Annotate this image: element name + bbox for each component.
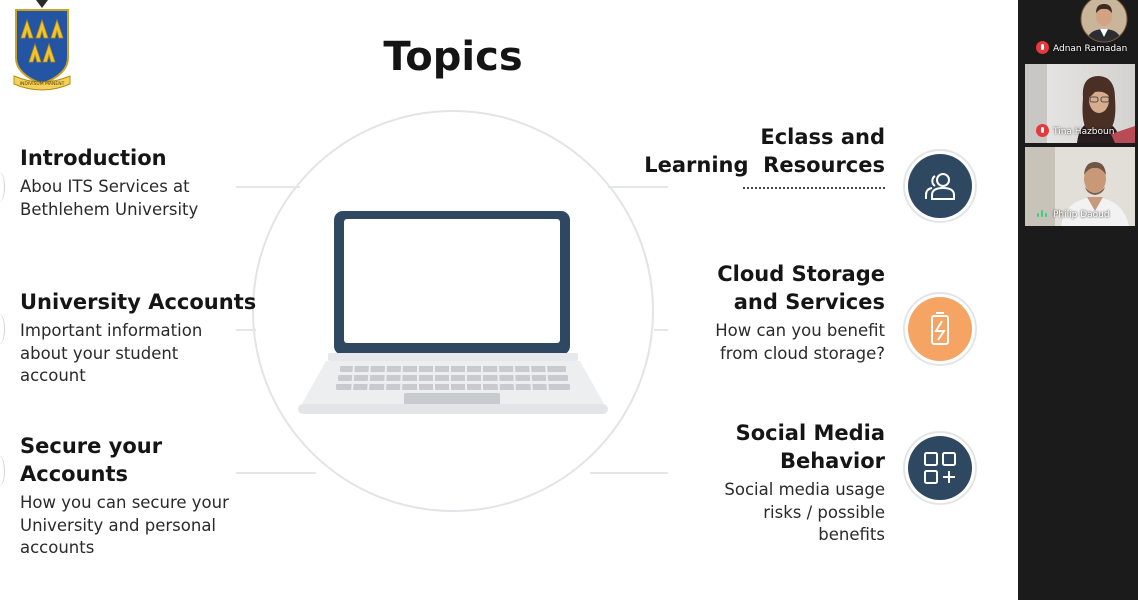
eclass-icon-circle — [903, 149, 977, 223]
topic-social-media: Social Media Behavior Social media usage… — [585, 419, 885, 547]
slide-edge-mark — [0, 314, 5, 344]
topic-introduction: Introduction Abou ITS Services at Bethle… — [20, 144, 270, 221]
connector-line — [236, 472, 316, 474]
topic-title: Social Media Behavior — [735, 421, 885, 473]
participant-name: Philip Daoud — [1053, 210, 1110, 220]
topic-secure-accounts: Secure your Accounts How you can secure … — [20, 432, 270, 560]
connector-line — [590, 472, 668, 474]
topic-title: University Accounts — [20, 290, 257, 314]
participant-tile[interactable]: Adnan Ramadan — [1025, 0, 1135, 60]
connector-line — [236, 329, 256, 331]
topic-title: Introduction — [20, 146, 167, 170]
battery-charging-icon — [931, 312, 949, 345]
topic-cloud-storage: Cloud Storage and Services How can you b… — [585, 260, 885, 365]
speaking-indicator-icon — [1037, 210, 1049, 217]
participant-name: Adnan Ramadan — [1053, 44, 1128, 54]
participant-tile[interactable]: Philip Daoud — [1025, 147, 1135, 226]
connector-line — [654, 329, 668, 331]
topic-eclass: Eclass and Learning Resources — [585, 123, 885, 189]
connector-line — [236, 186, 300, 188]
center-ring — [252, 110, 654, 512]
topic-description: Abou ITS Services at Bethlehem Universit… — [20, 177, 199, 219]
muted-mic-icon — [1036, 41, 1049, 54]
apps-add-icon — [924, 452, 956, 484]
topic-university-accounts: University Accounts Important informatio… — [20, 288, 270, 388]
connector-line — [608, 186, 668, 188]
participant-name: Tina Hazboun — [1053, 127, 1115, 137]
topic-description: Social media usage risks / possible bene… — [724, 480, 885, 544]
presentation-slide: INDIVISUM MANENT Topics — [0, 0, 1018, 600]
topic-title: Cloud Storage and Services — [717, 262, 885, 314]
participant-avatar — [1080, 0, 1128, 43]
participants-panel: Adnan Ramadan Tina Hazboun — [1018, 0, 1138, 600]
social-media-icon-circle — [903, 431, 977, 505]
university-logo: INDIVISUM MANENT — [13, 0, 71, 91]
dotted-divider — [743, 187, 885, 189]
topic-description: How you can secure your University and p… — [20, 493, 229, 557]
topic-description: How can you benefit from cloud storage? — [715, 321, 885, 363]
slide-edge-mark — [0, 172, 5, 202]
users-icon — [925, 173, 955, 200]
participant-video — [1025, 147, 1135, 226]
logo-motto: INDIVISUM MANENT — [20, 81, 65, 87]
participant-tile[interactable]: Tina Hazboun — [1025, 64, 1135, 143]
topic-title: Secure your Accounts — [20, 434, 163, 486]
laptop-illustration — [298, 211, 608, 414]
participant-video — [1025, 64, 1135, 143]
slide-title: Topics — [383, 34, 523, 80]
muted-mic-icon — [1036, 124, 1049, 137]
topic-title: Eclass and Learning Resources — [644, 125, 885, 177]
topic-description: Important information about your student… — [20, 321, 203, 385]
cloud-storage-icon-circle — [903, 292, 977, 366]
slide-edge-mark — [0, 456, 5, 486]
